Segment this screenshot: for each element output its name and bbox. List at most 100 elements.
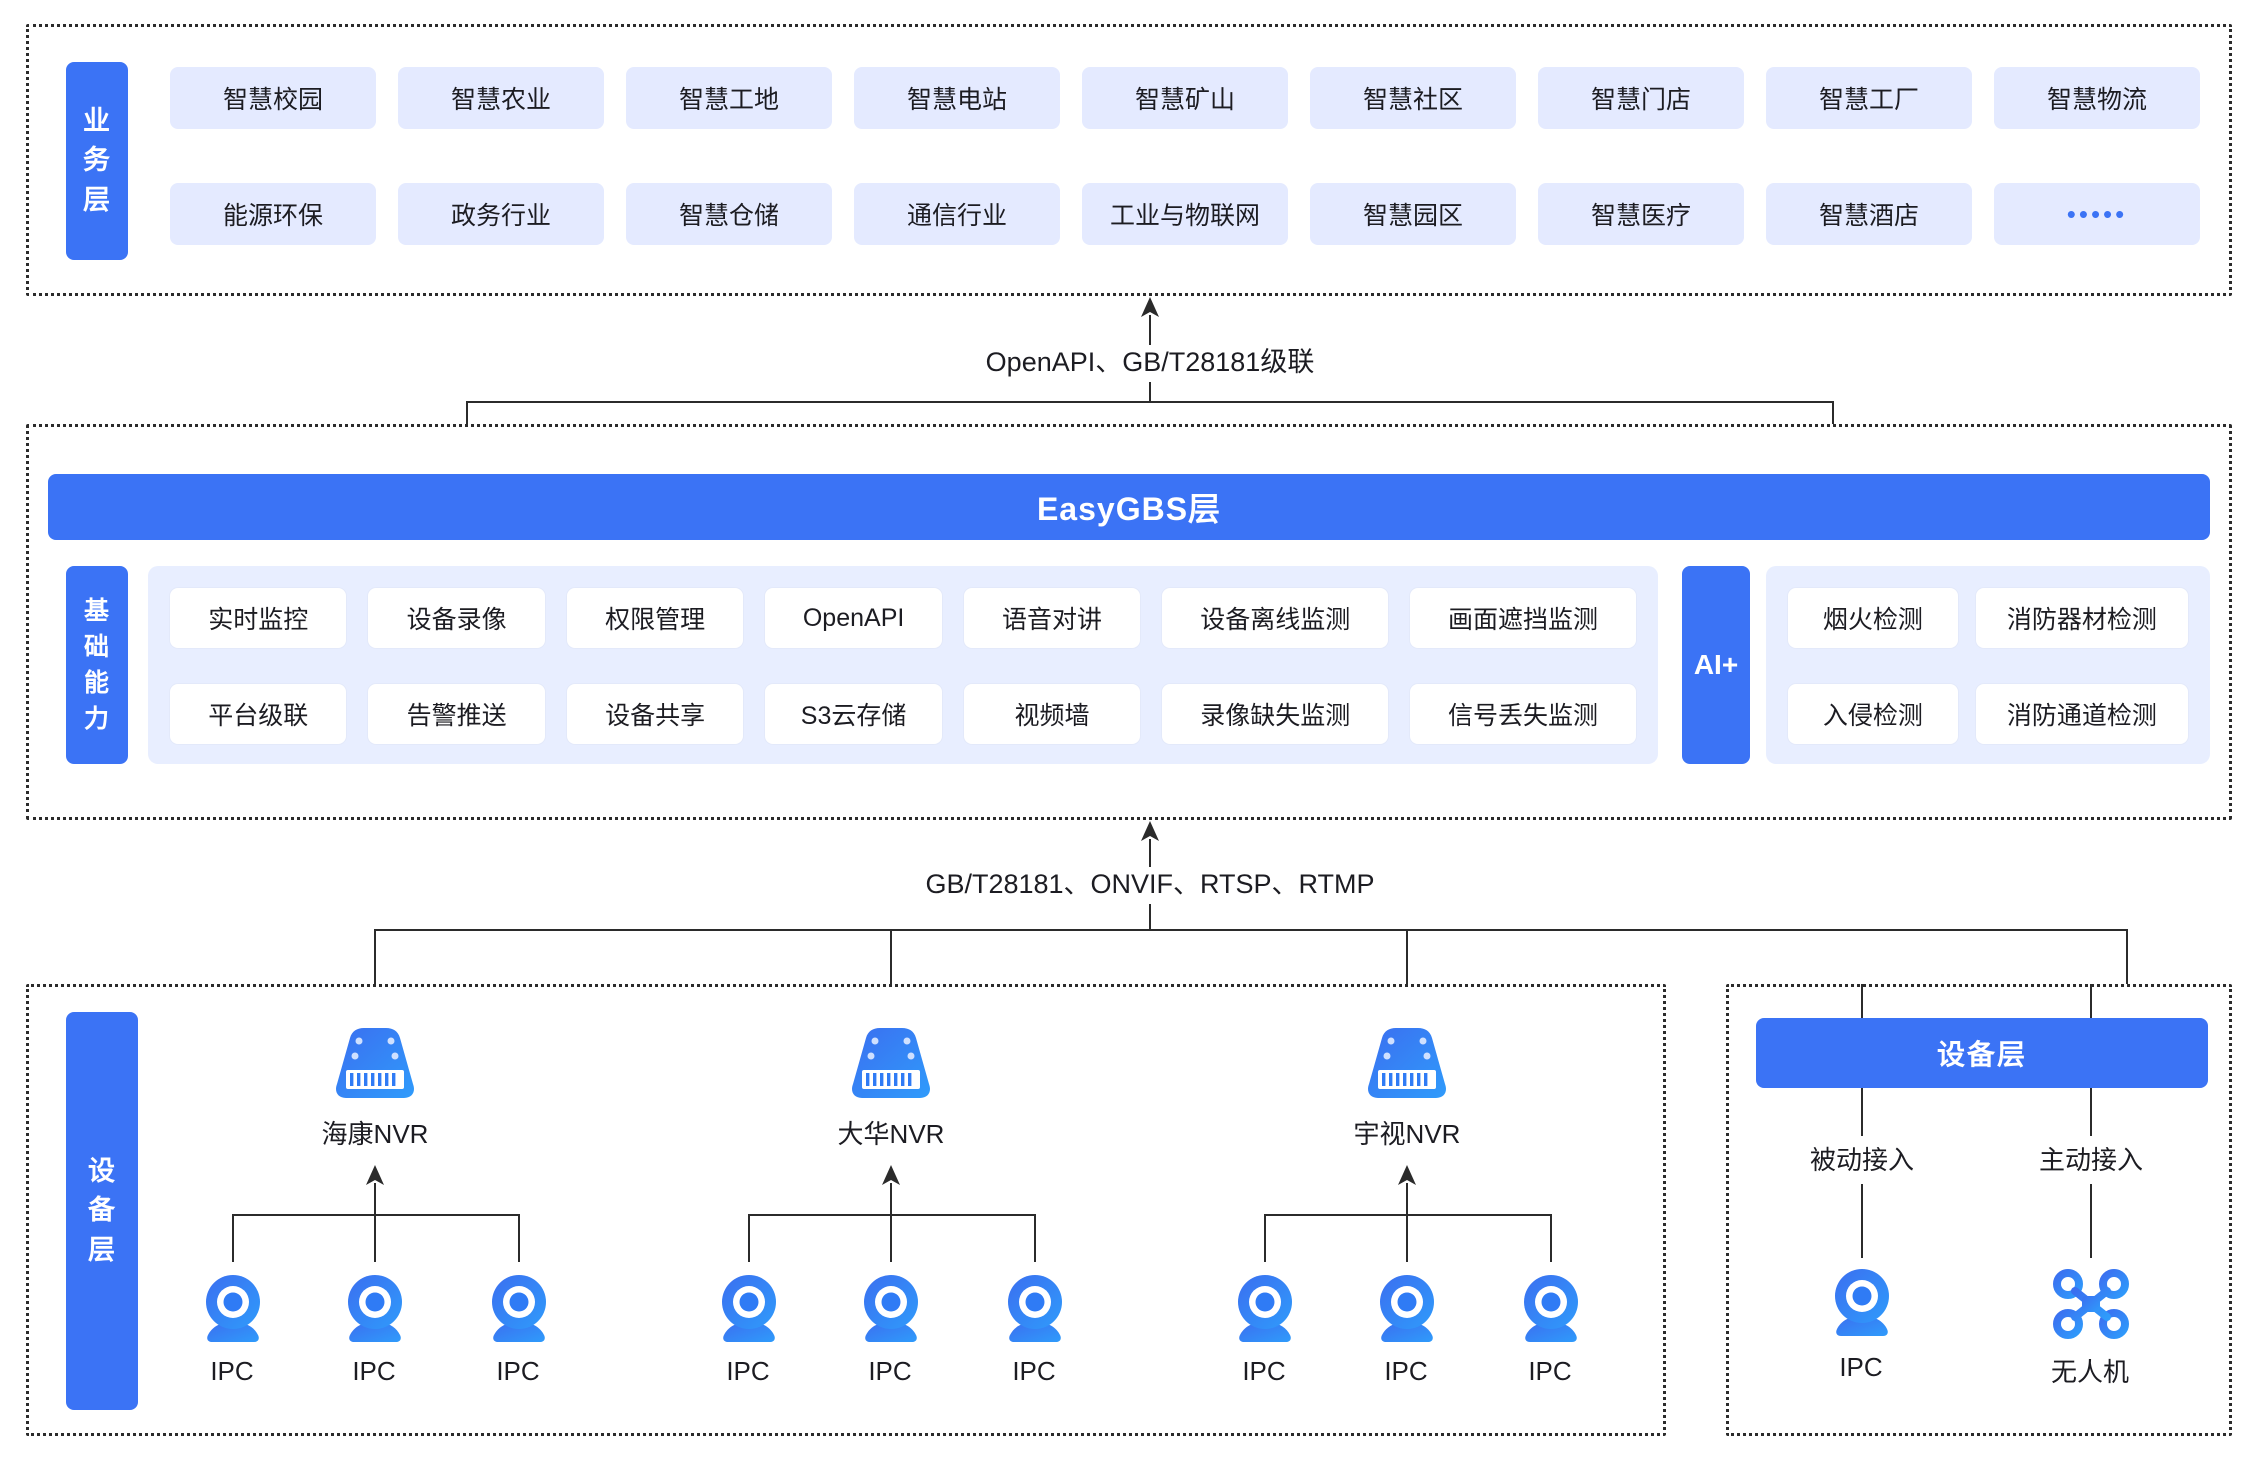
ai-row-2: 入侵检测 消防通道检测	[1788, 684, 2188, 744]
nvr-label: 大华NVR	[837, 1119, 945, 1149]
camera-label: IPC	[868, 1356, 912, 1386]
capability-chip[interactable]: 设备离线监测	[1162, 588, 1389, 648]
business-chip[interactable]: 通信行业	[854, 183, 1060, 245]
capability-chip[interactable]: 权限管理	[566, 588, 744, 648]
nvr-uplink-stem	[890, 1183, 892, 1215]
camera-icon	[340, 1272, 410, 1346]
camera-icon	[484, 1272, 554, 1346]
camera-riser	[748, 1214, 750, 1262]
camera-icon	[198, 1272, 268, 1346]
device-layer-right-title: 设备层	[1936, 1039, 2027, 1070]
nvr-uplink-stem	[374, 1183, 376, 1215]
top-connector-label: OpenAPI、GB/T28181级联	[985, 347, 1315, 377]
camera-icon	[1827, 1266, 1897, 1340]
top-connector-stem-lower	[1149, 382, 1151, 402]
capability-chip[interactable]: 实时监控	[170, 588, 347, 648]
business-layer-container	[26, 24, 2232, 296]
business-chip[interactable]: 智慧酒店	[1766, 183, 1972, 245]
nvr-icon	[844, 1026, 938, 1102]
camera-riser	[518, 1214, 520, 1262]
ai-capability-chip[interactable]: 入侵检测	[1788, 684, 1958, 744]
camera-riser	[1406, 1214, 1408, 1262]
business-chip[interactable]: 智慧工地	[626, 67, 832, 129]
business-chip[interactable]: 智慧电站	[854, 67, 1060, 129]
capability-row-1: 实时监控 设备录像 权限管理 OpenAPI 语音对讲 设备离线监测 画面遮挡监…	[170, 588, 1636, 648]
nvr-label: 海康NVR	[321, 1119, 429, 1149]
capability-layer-label: 基 础 能 力	[66, 566, 128, 764]
bottom-connector-arrow-icon	[1139, 821, 1161, 843]
camera-riser	[1034, 1214, 1036, 1262]
camera-label: IPC	[1384, 1356, 1428, 1386]
business-chip[interactable]: 智慧工厂	[1766, 67, 1972, 129]
camera-riser	[1550, 1214, 1552, 1262]
bottom-connector-bus	[374, 929, 2126, 931]
top-connector-arrow-icon	[1139, 297, 1161, 319]
bottom-connector-drop-nvr-1	[374, 929, 376, 1009]
bottom-connector-stem-lower	[1149, 904, 1151, 930]
business-chip[interactable]: 智慧农业	[398, 67, 604, 129]
camera-label: IPC	[210, 1356, 254, 1386]
business-chip-more[interactable]: •••••	[1994, 183, 2200, 245]
bottom-connector-stem-upper	[1149, 839, 1151, 867]
nvr-icon	[1360, 1026, 1454, 1102]
camera-icon	[856, 1272, 926, 1346]
camera-icon	[714, 1272, 784, 1346]
business-chip[interactable]: 智慧园区	[1310, 183, 1516, 245]
business-chip[interactable]: 智慧门店	[1538, 67, 1744, 129]
nvr-uplink-stem	[1406, 1183, 1408, 1215]
nvr-icon	[328, 1026, 422, 1102]
bottom-connector-drop-nvr-3	[1406, 929, 1408, 1009]
device-right-branch-stem	[2090, 1088, 2092, 1136]
capability-chip[interactable]: 设备录像	[368, 588, 545, 648]
business-layer-label-char-2: 层	[83, 184, 111, 215]
capability-chip[interactable]: 语音对讲	[963, 588, 1141, 648]
capability-chip[interactable]: 平台级联	[170, 684, 347, 744]
camera-riser	[374, 1214, 376, 1262]
device-right-branch-stem-lower	[2090, 1184, 2092, 1258]
top-connector-bus	[466, 401, 1834, 403]
capability-chip[interactable]: S3云存储	[765, 684, 942, 744]
access-mode-label: 主动接入	[2038, 1145, 2143, 1175]
camera-label: IPC	[1528, 1356, 1572, 1386]
capability-chip[interactable]: 设备共享	[566, 684, 744, 744]
capability-chip[interactable]: 信号丢失监测	[1410, 684, 1636, 744]
capability-chip[interactable]: 视频墙	[963, 684, 1141, 744]
easygbs-title: EasyGBS层	[1036, 491, 1222, 527]
capability-label-char-3: 力	[83, 705, 110, 734]
camera-label: IPC	[1242, 1356, 1286, 1386]
ai-plus-label: AI+	[1682, 566, 1750, 764]
business-chip[interactable]: 智慧校园	[170, 67, 376, 129]
capability-chip[interactable]: 画面遮挡监测	[1410, 588, 1636, 648]
camera-label: IPC	[496, 1356, 540, 1386]
ai-capability-chip[interactable]: 消防器材检测	[1975, 588, 2188, 648]
business-row-2: 能源环保 政务行业 智慧仓储 通信行业 工业与物联网 智慧园区 智慧医疗 智慧酒…	[170, 183, 2200, 245]
capability-chip[interactable]: 录像缺失监测	[1162, 684, 1389, 744]
device-right-branch-stem-lower	[1861, 1184, 1863, 1258]
business-chip[interactable]: 工业与物联网	[1082, 183, 1288, 245]
business-chip[interactable]: 智慧矿山	[1082, 67, 1288, 129]
business-layer-label: 业 务 层	[66, 62, 128, 260]
camera-icon	[1230, 1272, 1300, 1346]
capability-chip[interactable]: OpenAPI	[765, 588, 942, 648]
device-layer-right-title-bar: 设备层	[1756, 1018, 2208, 1088]
capability-chip[interactable]: 告警推送	[368, 684, 545, 744]
business-chip[interactable]: 政务行业	[398, 183, 604, 245]
top-connector-stem-upper	[1149, 315, 1151, 345]
ai-capability-chip[interactable]: 消防通道检测	[1975, 684, 2188, 744]
business-chip[interactable]: 能源环保	[170, 183, 376, 245]
bottom-connector-label: GB/T28181、ONVIF、RTSP、RTMP	[925, 869, 1375, 899]
drone-icon	[2053, 1268, 2129, 1340]
business-chip[interactable]: 智慧社区	[1310, 67, 1516, 129]
bottom-connector-drop-nvr-2	[890, 929, 892, 1009]
camera-icon	[1516, 1272, 1586, 1346]
device-right-branch-stem	[1861, 1088, 1863, 1136]
business-layer-label-char-1: 务	[83, 145, 111, 176]
capability-label-char-1: 础	[83, 632, 110, 661]
camera-riser	[890, 1214, 892, 1262]
capability-row-2: 平台级联 告警推送 设备共享 S3云存储 视频墙 录像缺失监测 信号丢失监测	[170, 684, 1636, 744]
business-chip[interactable]: 智慧物流	[1994, 67, 2200, 129]
ai-capability-chip[interactable]: 烟火检测	[1788, 588, 1958, 648]
business-chip[interactable]: 智慧仓储	[626, 183, 832, 245]
business-chip[interactable]: 智慧医疗	[1538, 183, 1744, 245]
